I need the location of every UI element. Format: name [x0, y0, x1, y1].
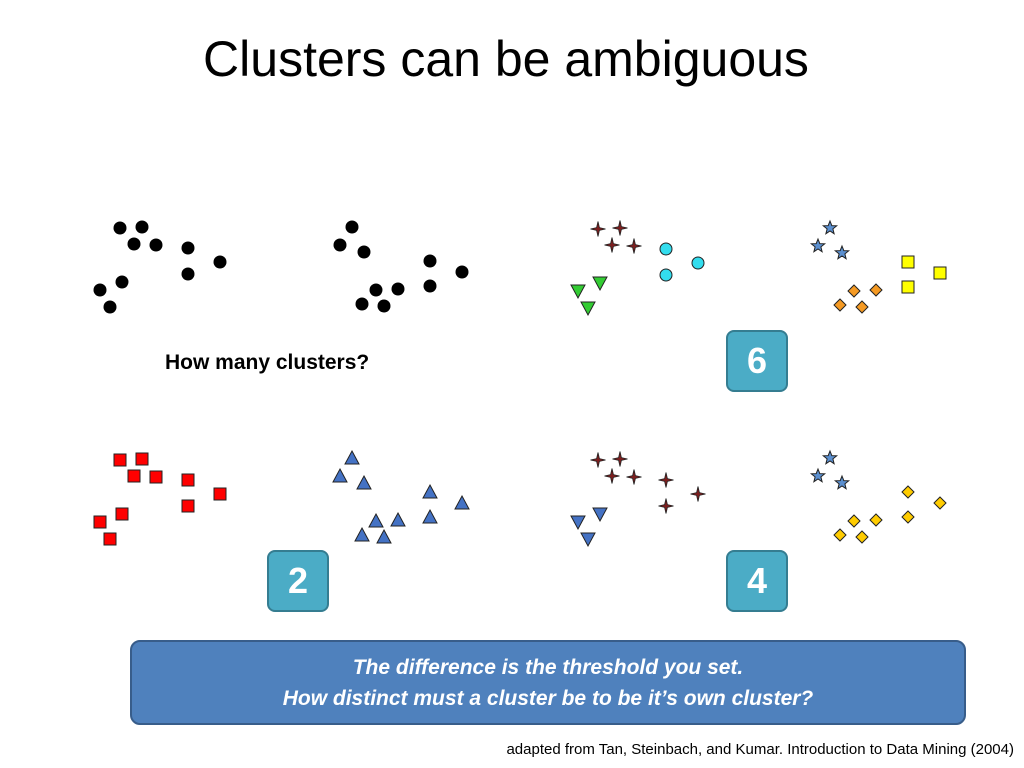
callout-line-2: How distinct must a cluster be to be it’…: [282, 686, 814, 710]
two-clusters-right-g1-point: [344, 449, 360, 465]
six-clusters-right-g3-point: [901, 280, 915, 294]
six-clusters-left-g2-point: [626, 238, 642, 254]
six-clusters-left-g1-point: [590, 221, 606, 237]
two-clusters-left-g1-point: [113, 453, 127, 467]
six-clusters-right-g2-point: [809, 237, 827, 253]
threshold-callout: The difference is the threshold you set.…: [130, 640, 966, 725]
two-clusters-right-g4-point: [368, 512, 384, 528]
original-points-left-g3-point: [181, 267, 195, 281]
six-clusters-left-g4-point: [570, 284, 586, 300]
four-clusters-right-g3-point: [901, 510, 915, 524]
original-points-right-g3-point: [423, 254, 437, 268]
four-clusters-left-g3-point: [658, 472, 674, 488]
six-clusters-right-g4-point: [833, 298, 847, 312]
citation-text: adapted from Tan, Steinbach, and Kumar. …: [506, 741, 1014, 758]
four-clusters-left-g1-point: [590, 452, 606, 468]
original-points-right-g4-point: [369, 283, 383, 297]
original-points-right-g2-point: [333, 238, 347, 252]
six-clusters-left-g4-point: [580, 301, 596, 317]
four-clusters-left-g2-point: [626, 469, 642, 485]
six-clusters-left-g3-point: [659, 268, 673, 282]
four-clusters-left-g4-point: [580, 532, 596, 548]
six-clusters-left-g1-point: [612, 220, 628, 236]
original-points-left-g3-point: [181, 241, 195, 255]
four-clusters-left-g3-point: [658, 498, 674, 514]
six-clusters-left-g2-point: [604, 237, 620, 253]
four-clusters-right-g3-point: [933, 496, 947, 510]
six-clusters-left-g3-point: [691, 256, 705, 270]
original-points-left-g4-point: [93, 283, 107, 297]
original-points-right-g4-point: [377, 299, 391, 313]
four-clusters-right-g3-point: [901, 485, 915, 499]
two-clusters-left-g4-point: [93, 515, 107, 529]
answer-badge-two: 2: [267, 550, 329, 612]
two-clusters-right-g2-point: [356, 474, 372, 490]
answer-badge-four: 4: [726, 550, 788, 612]
six-clusters-right-g3-point: [901, 255, 915, 269]
two-clusters-right-g4-point: [390, 511, 406, 527]
two-clusters-right-g3-point: [454, 494, 470, 510]
four-clusters-right-g4-point: [869, 513, 883, 527]
six-clusters-left-g3-point: [659, 242, 673, 256]
six-clusters-right-g1-point: [821, 219, 839, 235]
two-clusters-left-g1-point: [135, 452, 149, 466]
original-points-right-g4-point: [391, 282, 405, 296]
answer-badge-six: 6: [726, 330, 788, 392]
two-clusters-right-g4-point: [354, 526, 370, 542]
four-clusters-right-g4-point: [833, 528, 847, 542]
four-clusters-left-g4-point: [592, 507, 608, 523]
four-clusters-right-g2-point: [809, 467, 827, 483]
question-label: How many clusters?: [165, 351, 370, 374]
two-clusters-left-g3-point: [181, 473, 195, 487]
six-clusters-right-g4-point: [855, 300, 869, 314]
two-clusters-left-g3-point: [181, 499, 195, 513]
original-points-left-g4-point: [103, 300, 117, 314]
original-points-left-g4-point: [115, 275, 129, 289]
six-clusters-right-g4-point: [869, 283, 883, 297]
four-clusters-right-g2-point: [833, 474, 851, 490]
six-clusters-right-g3-point: [933, 266, 947, 280]
two-clusters-right-g3-point: [422, 483, 438, 499]
four-clusters-left-g3-point: [690, 486, 706, 502]
original-points-right-g3-point: [455, 265, 469, 279]
two-clusters-left-g2-point: [149, 470, 163, 484]
two-clusters-left-g4-point: [103, 532, 117, 546]
two-clusters-right-g4-point: [376, 528, 392, 544]
original-points-right-g1-point: [345, 220, 359, 234]
six-clusters-right-g4-point: [847, 284, 861, 298]
original-points-right-g2-point: [357, 245, 371, 259]
callout-line-1: The difference is the threshold you set.: [352, 655, 744, 679]
four-clusters-left-g1-point: [612, 451, 628, 467]
original-points-left-g3-point: [213, 255, 227, 269]
two-clusters-left-g3-point: [213, 487, 227, 501]
four-clusters-right-g4-point: [855, 530, 869, 544]
four-clusters-left-g2-point: [604, 468, 620, 484]
six-clusters-right-g2-point: [833, 244, 851, 260]
four-clusters-right-g1-point: [821, 449, 839, 465]
original-points-left-g1-point: [135, 220, 149, 234]
two-clusters-left-g2-point: [127, 469, 141, 483]
original-points-left-g2-point: [127, 237, 141, 251]
original-points-left-g1-point: [113, 221, 127, 235]
original-points-left-g2-point: [149, 238, 163, 252]
slide-title: Clusters can be ambiguous: [203, 31, 809, 87]
original-points-right-g3-point: [423, 279, 437, 293]
four-clusters-left-g4-point: [570, 515, 586, 531]
two-clusters-right-g3-point: [422, 508, 438, 524]
original-points-right-g4-point: [355, 297, 369, 311]
six-clusters-left-g4-point: [592, 276, 608, 292]
four-clusters-right-g4-point: [847, 514, 861, 528]
two-clusters-left-g4-point: [115, 507, 129, 521]
two-clusters-right-g2-point: [332, 467, 348, 483]
